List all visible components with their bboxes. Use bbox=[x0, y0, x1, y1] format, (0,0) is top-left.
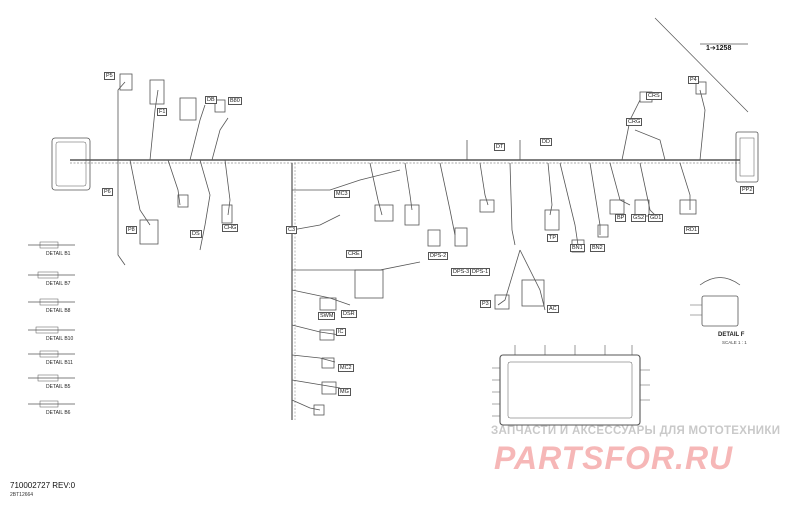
document-sub-id: 2BT12664 bbox=[10, 492, 34, 498]
detail-label: DETAIL B1 bbox=[46, 251, 71, 257]
connector-tag: RD1 bbox=[684, 226, 700, 234]
connector-tag: CRS bbox=[646, 92, 662, 100]
connector-tag: MG bbox=[338, 388, 351, 396]
detail-label: DETAIL B10 bbox=[46, 336, 74, 342]
connector-tag: DD bbox=[540, 138, 552, 146]
connector-tag: P4 bbox=[688, 76, 699, 84]
connector-tag: MC3 bbox=[334, 190, 350, 198]
connector-tag: DSR bbox=[341, 310, 357, 318]
connector-tag: DB bbox=[205, 96, 217, 104]
detail-label: DETAIL B5 bbox=[46, 384, 71, 390]
detail-label: DETAIL B7 bbox=[46, 281, 71, 287]
connector-tag: CRE bbox=[346, 250, 362, 258]
connector-tag: P6 bbox=[102, 188, 113, 196]
connector-tag: P5 bbox=[104, 72, 115, 80]
connector-tag: CRG bbox=[626, 118, 643, 126]
connector-tag: BN1 bbox=[570, 244, 585, 252]
connector-tag: C3 bbox=[286, 226, 298, 234]
detail-label: DETAIL B8 bbox=[46, 308, 71, 314]
watermark-logo: PARTSFOR.RU bbox=[494, 440, 734, 476]
detail-f-title: DETAIL F bbox=[718, 332, 745, 338]
detail-f-scale: SCALE 1 : 1 bbox=[722, 340, 747, 345]
connector-tag: IC bbox=[336, 328, 346, 336]
connector-tag: DPS-2 bbox=[428, 252, 449, 260]
connector-tag: AC bbox=[547, 305, 559, 313]
part-ref-label: 1➔1258 bbox=[706, 45, 732, 52]
connector-tag: SWM bbox=[318, 312, 336, 320]
watermark-tagline: ЗАПЧАСТИ И АКСЕССУАРЫ ДЛЯ МОТОТЕХНИКИ bbox=[491, 425, 781, 437]
connector-tag: DPS-1 bbox=[470, 268, 491, 276]
connector-tag: BN2 bbox=[590, 244, 605, 252]
connector-tag: BP bbox=[615, 214, 627, 222]
connector-tag: GD1 bbox=[648, 214, 664, 222]
detail-label: DETAIL B6 bbox=[46, 410, 71, 416]
document-number: 710002727 REV:0 bbox=[10, 481, 76, 490]
connector-tag: GS2 bbox=[631, 214, 647, 222]
connector-tag: CHG bbox=[222, 224, 239, 232]
connector-tag: B80 bbox=[228, 97, 242, 105]
connector-tag: DS bbox=[190, 230, 202, 238]
connector-tag: P8 bbox=[126, 226, 137, 234]
connector-tag: F1 bbox=[157, 108, 168, 116]
connector-tag: PP2 bbox=[740, 186, 755, 194]
connector-tag: DPS-3 bbox=[451, 268, 472, 276]
connector-tag: P3 bbox=[480, 300, 491, 308]
detail-label: DETAIL B11 bbox=[46, 360, 73, 366]
connector-tag: TP bbox=[547, 234, 559, 242]
connector-tag: DT bbox=[494, 143, 506, 151]
connector-tag: MC2 bbox=[338, 364, 354, 372]
